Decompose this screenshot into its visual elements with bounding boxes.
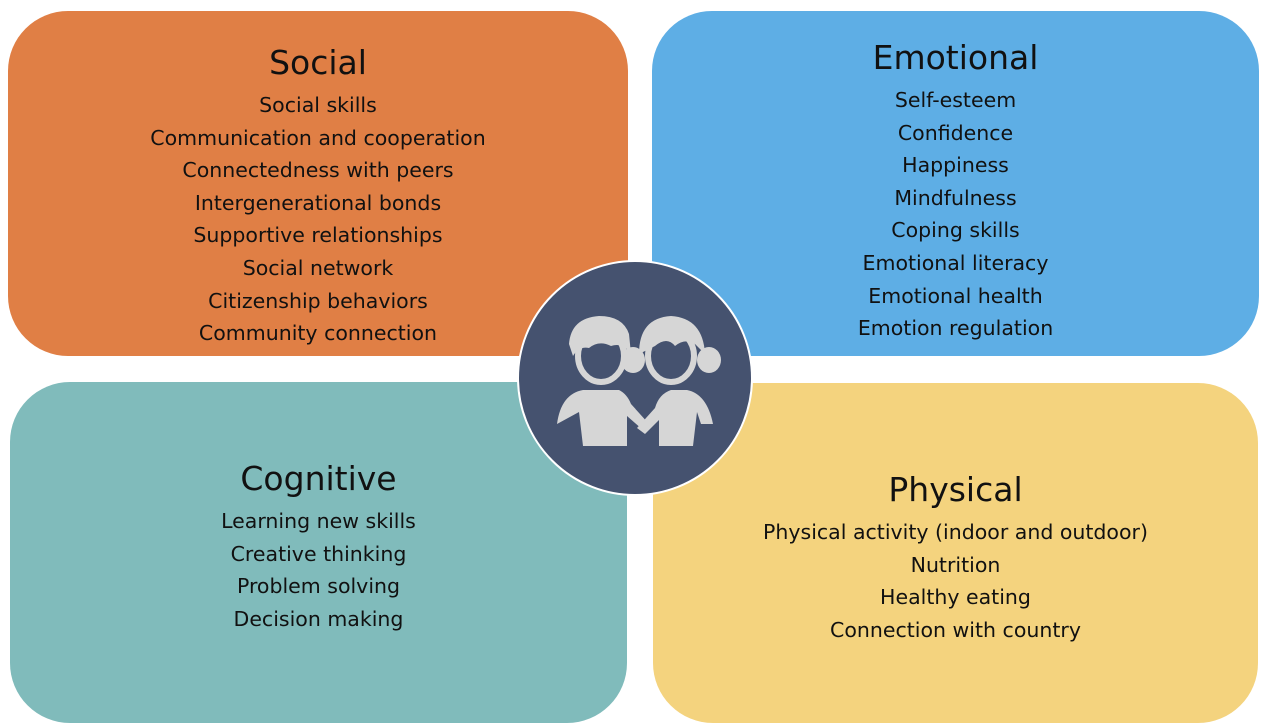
list-item: Communication and cooperation (150, 125, 486, 150)
social-list: Social skills Communication and cooperat… (150, 89, 485, 350)
list-item: Social network (242, 255, 394, 280)
list-item: Intergenerational bonds (194, 190, 442, 215)
list-item: Supportive relationships (193, 223, 443, 248)
list-item: Happiness (902, 153, 1009, 178)
cognitive-quadrant: Cognitive Learning new skills Creative t… (10, 382, 627, 723)
list-item: Problem solving (236, 574, 401, 599)
center-badge (517, 260, 753, 496)
physical-title: Physical (888, 470, 1023, 509)
list-item: Citizenship behaviors (208, 288, 428, 313)
cognitive-title: Cognitive (240, 459, 397, 498)
list-item: Mindfulness (894, 185, 1017, 210)
emotional-title: Emotional (872, 38, 1039, 77)
list-item: Connectedness with peers (182, 158, 454, 183)
list-item: Coping skills (891, 218, 1020, 243)
list-item: Nutrition (910, 552, 1001, 577)
list-item: Self-esteem (894, 88, 1017, 112)
children-holding-hands-icon (557, 316, 721, 446)
list-item: Emotion regulation (857, 316, 1054, 341)
social-title: Social (269, 43, 367, 82)
cognitive-list: Learning new skills Creative thinking Pr… (221, 505, 416, 635)
list-item: Learning new skills (221, 509, 416, 533)
emotional-quadrant: Emotional Self-esteem Confidence Happine… (652, 11, 1259, 356)
list-item: Confidence (897, 120, 1014, 145)
list-item: Emotional health (868, 283, 1043, 308)
physical-list: Physical activity (indoor and outdoor) N… (763, 516, 1148, 646)
list-item: Decision making (233, 606, 404, 631)
physical-quadrant: Physical Physical activity (indoor and o… (653, 383, 1258, 723)
list-item: Social skills (259, 93, 377, 117)
emotional-list: Self-esteem Confidence Happiness Mindful… (858, 84, 1053, 345)
list-item: Healthy eating (880, 585, 1031, 610)
list-item: Community connection (198, 321, 438, 346)
list-item: Physical activity (indoor and outdoor) (763, 520, 1148, 544)
list-item: Connection with country (830, 617, 1081, 642)
list-item: Emotional literacy (862, 250, 1049, 275)
social-quadrant: Social Social skills Communication and c… (8, 11, 628, 356)
list-item: Creative thinking (230, 541, 407, 566)
